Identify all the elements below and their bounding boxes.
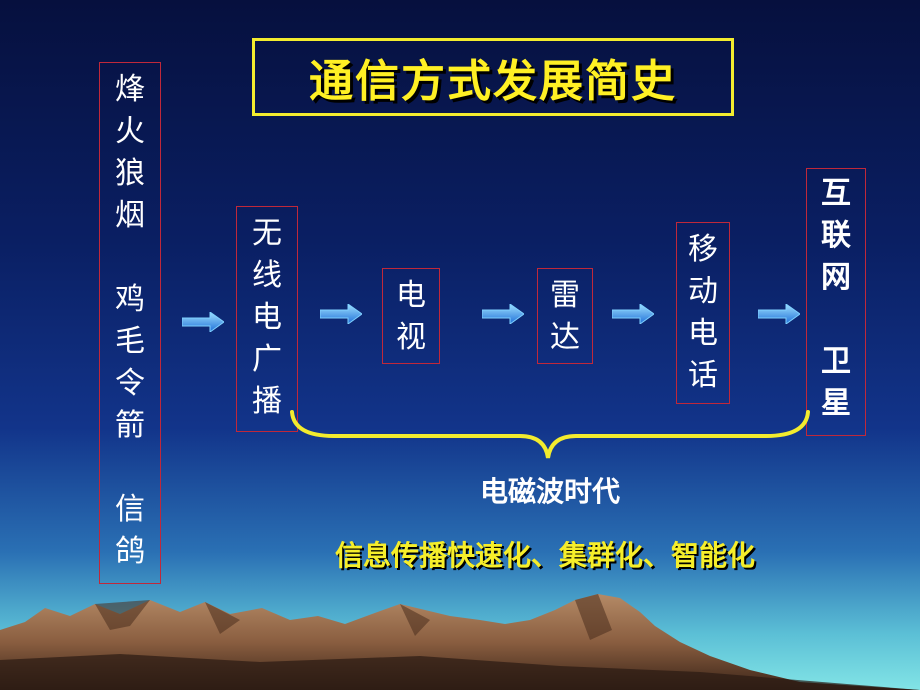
radio-broadcast-box: 无 线 电 广 播 <box>236 206 298 432</box>
curly-brace-icon <box>290 410 810 459</box>
satellite-char: 星 <box>821 386 851 421</box>
radar-char: 雷 <box>550 278 580 313</box>
ancient-char: 火 <box>115 114 145 149</box>
mountains-decoration <box>0 594 920 690</box>
ancient-char: 烽 <box>115 72 145 107</box>
right-arrow-icon <box>182 312 224 332</box>
right-arrow-icon <box>758 304 800 324</box>
radio-char: 广 <box>252 342 282 377</box>
internet-char: 联 <box>821 218 851 253</box>
right-arrow-icon <box>612 304 654 324</box>
mobile-char: 电 <box>688 316 718 351</box>
television-box: 电 视 <box>382 268 440 364</box>
radio-char: 播 <box>252 384 282 419</box>
ancient-char: 毛 <box>115 324 145 359</box>
ancient-char: 鸡 <box>115 282 145 317</box>
ancient-char: 箭 <box>115 408 145 443</box>
radio-char: 无 <box>252 216 282 251</box>
internet-satellite-box: 互 联 网 卫 星 <box>806 168 866 436</box>
ancient-char: 狼 <box>115 156 145 191</box>
ancient-char: 令 <box>115 366 145 401</box>
right-arrow-icon <box>320 304 362 324</box>
mobile-char: 移 <box>688 232 718 267</box>
ancient-methods-box: 烽 火 狼 烟 鸡 毛 令 箭 信 鸽 <box>99 62 161 584</box>
mobile-char: 动 <box>688 274 718 309</box>
slide-title: 通信方式发展简史 <box>309 56 677 107</box>
mobile-char: 话 <box>688 358 718 393</box>
right-arrow-icon <box>482 304 524 324</box>
era-label: 电磁波时代 <box>479 475 620 508</box>
internet-char: 网 <box>821 260 851 295</box>
radio-char: 线 <box>252 258 282 293</box>
tv-char: 电 <box>396 278 426 313</box>
ancient-char: 鸽 <box>115 534 145 569</box>
mobile-phone-box: 移 动 电 话 <box>676 222 730 404</box>
ancient-char: 信 <box>115 492 145 527</box>
tv-char: 视 <box>396 320 426 355</box>
trend-label: 信息传播快速化、集群化、智能化 <box>334 539 755 572</box>
internet-char: 互 <box>821 176 851 211</box>
title-box: 通信方式发展简史 <box>252 38 734 116</box>
ancient-char: 烟 <box>115 198 145 233</box>
radar-char: 达 <box>550 320 580 355</box>
radio-char: 电 <box>252 300 282 335</box>
satellite-char: 卫 <box>821 344 851 379</box>
radar-box: 雷 达 <box>537 268 593 364</box>
